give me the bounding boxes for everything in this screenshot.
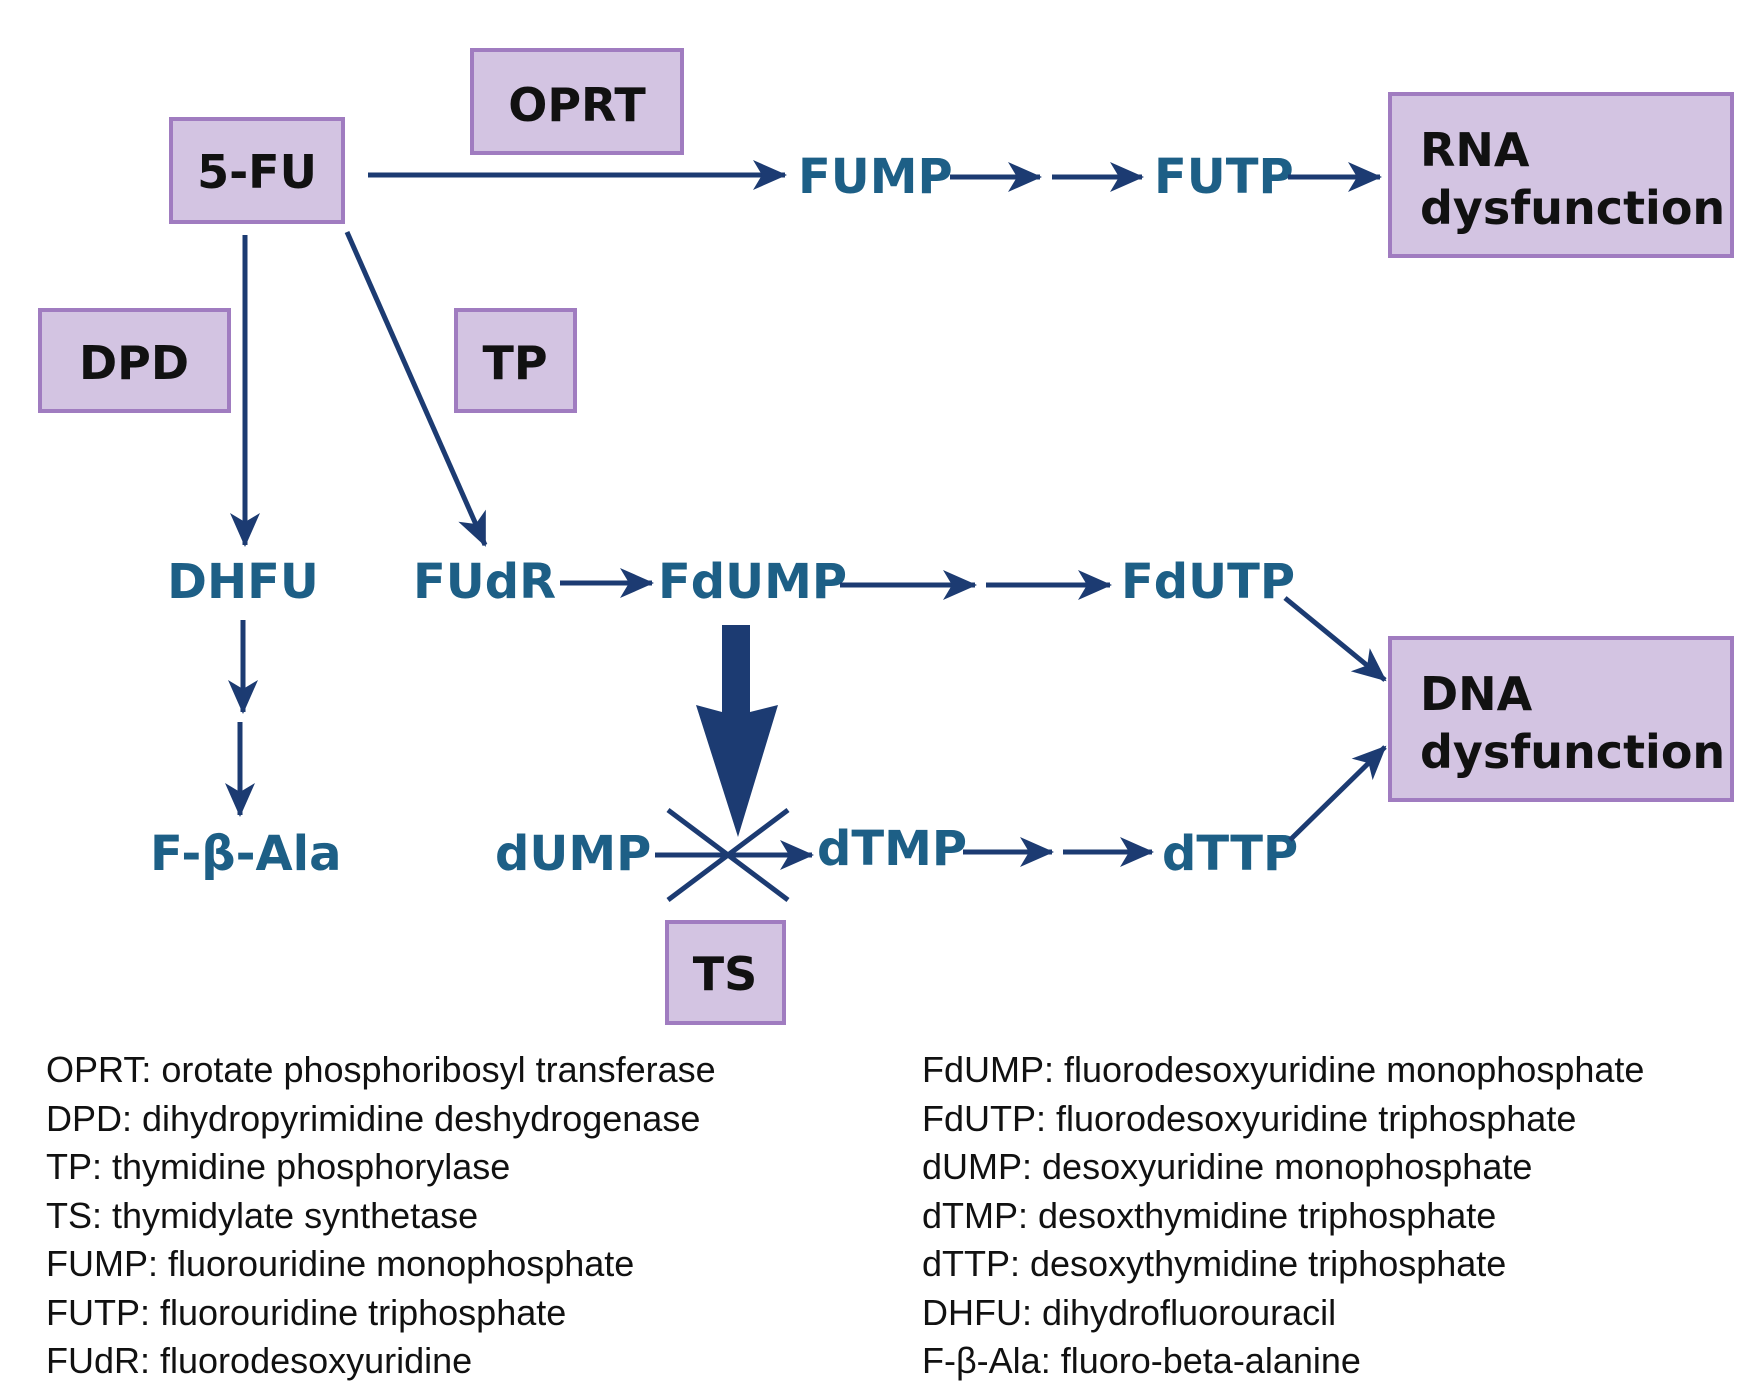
- svg-text:5-FU: 5-FU: [197, 145, 317, 199]
- box-rna-dysfunction: RNA dysfunction: [1388, 92, 1734, 258]
- legend-item: DHFU: dihydrofluorouracil: [922, 1291, 1337, 1333]
- node-fudr: FUdR: [413, 554, 556, 610]
- legend-right: FdUMP: fluorodesoxyuridine monophosphate…: [922, 1046, 1644, 1386]
- legend-item: dTMP: desoxthymidine triphosphate: [922, 1194, 1497, 1236]
- node-fump: FUMP: [798, 149, 953, 205]
- box-tp: TP: [454, 308, 577, 413]
- svg-text:RNA: RNA: [1420, 123, 1530, 177]
- arrow-dttp-to-dna: [1288, 745, 1387, 842]
- node-dump: dUMP: [495, 826, 651, 882]
- node-f-beta-ala: F-β-Ala: [150, 826, 342, 882]
- legend-item: FdUTP: fluorodesoxyuridine triphosphate: [922, 1097, 1577, 1139]
- node-fdutp: FdUTP: [1121, 554, 1295, 610]
- box-ts: TS: [665, 920, 786, 1025]
- svg-text:DPD: DPD: [79, 336, 189, 390]
- legend-item: FdUMP: fluorodesoxyuridine monophosphate: [922, 1049, 1645, 1090]
- svg-text:OPRT: OPRT: [508, 78, 646, 132]
- svg-text:dysfunction: dysfunction: [1420, 181, 1725, 235]
- node-dhfu: DHFU: [167, 554, 319, 610]
- arrow-5fu-to-fudr: [344, 230, 488, 547]
- inhibition-cross-line-2: [666, 808, 790, 902]
- legend-item: TS: thymidylate synthetase: [46, 1194, 479, 1236]
- svg-text:TS: TS: [693, 947, 758, 1001]
- box-dna-dysfunction: DNA dysfunction: [1388, 636, 1734, 802]
- legend-item: OPRT: orotate phosphoribosyl transferase: [46, 1049, 716, 1090]
- node-dtmp: dTMP: [817, 821, 967, 877]
- legend-item: dUMP: desoxyuridine monophosphate: [922, 1146, 1533, 1187]
- legend-left: OPRT: orotate phosphoribosyl transferase…: [46, 1046, 716, 1386]
- thick-inhibition-arrow: [696, 625, 778, 837]
- legend-item: FUTP: fluorouridine triphosphate: [46, 1291, 567, 1333]
- node-fdump: FdUMP: [658, 554, 847, 610]
- legend-item: DPD: dihydropyrimidine deshydrogenase: [46, 1097, 701, 1139]
- box-oprt: OPRT: [470, 48, 684, 155]
- legend-item: TP: thymidine phosphorylase: [46, 1146, 511, 1187]
- box-dpd: DPD: [38, 308, 231, 413]
- legend-item: F-β-Ala: fluoro-beta-alanine: [922, 1340, 1361, 1381]
- svg-text:TP: TP: [482, 336, 547, 390]
- legend-item: FUMP: fluorouridine monophosphate: [46, 1243, 635, 1284]
- svg-text:dysfunction: dysfunction: [1420, 725, 1725, 779]
- node-dttp: dTTP: [1162, 826, 1298, 882]
- svg-text:DNA: DNA: [1420, 667, 1533, 721]
- legend-item: FUdR: fluorodesoxyuridine: [46, 1340, 473, 1381]
- legend-item: dTTP: desoxythymidine triphosphate: [922, 1243, 1507, 1284]
- node-futp: FUTP: [1154, 149, 1294, 205]
- arrow-fdutp-to-dna: [1283, 596, 1387, 682]
- box-5-fu: 5-FU: [169, 117, 345, 224]
